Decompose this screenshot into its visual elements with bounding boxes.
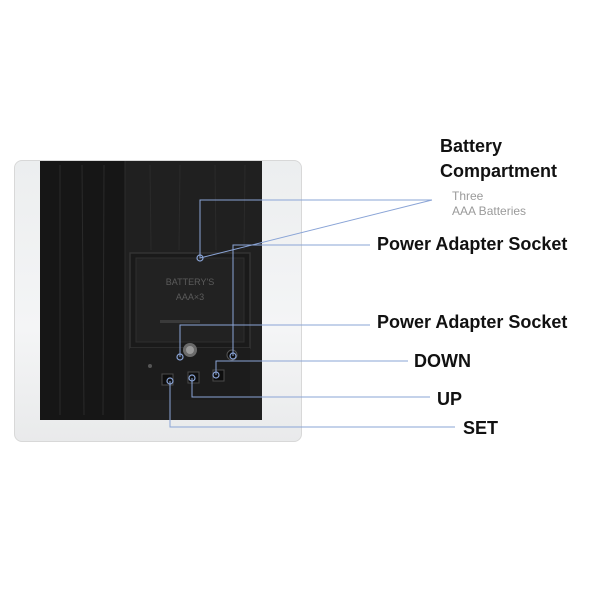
label-power-adapter-1: Power Adapter Socket (377, 234, 568, 254)
leader-up (191, 378, 430, 398)
label-up: UP (437, 389, 463, 409)
leader-set (169, 381, 455, 428)
leader-power-1 (232, 244, 370, 356)
label-battery-title-1: Battery (440, 136, 503, 156)
label-battery-title-2: Compartment (440, 161, 558, 181)
engraving-line1: BATTERY'S (166, 277, 214, 287)
label-down: DOWN (414, 351, 471, 371)
leader-down (215, 360, 408, 375)
engraving-line2: AAA×3 (176, 292, 204, 302)
label-set: SET (463, 418, 499, 438)
power-socket (226, 349, 238, 361)
label-battery-sub-1: Three (452, 189, 484, 203)
leader-power-2 (179, 324, 370, 357)
up-button (187, 371, 200, 384)
label-power-adapter-2: Power Adapter Socket (377, 312, 568, 332)
label-battery-sub-2: AAA Batteries (452, 204, 527, 218)
